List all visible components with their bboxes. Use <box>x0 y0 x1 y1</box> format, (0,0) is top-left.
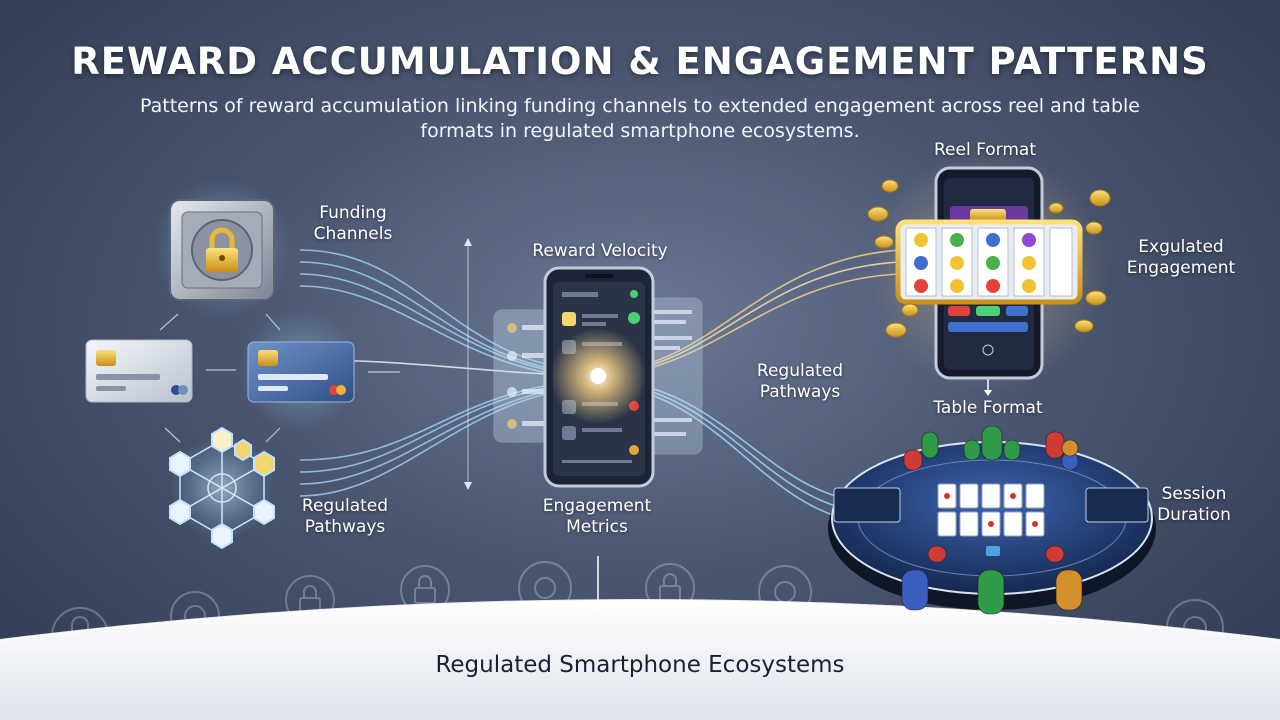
label-regulated-pathways-right: Regulated Pathways <box>756 361 844 402</box>
label-reel-format: Reel Format <box>934 140 1036 160</box>
floor-arc <box>0 600 1280 720</box>
label-session-duration: Session Duration <box>1157 484 1231 525</box>
label-funding-channels: Funding Channels <box>313 203 393 244</box>
page-title: REWARD ACCUMULATION & ENGAGEMENT PATTERN… <box>71 40 1209 83</box>
label-exgulated-engagement: Exgulated Engagement <box>1126 237 1236 278</box>
label-engagement-metrics: Engagement Metrics <box>542 496 652 537</box>
credit-card-icon <box>240 310 360 430</box>
vault-lock-icon <box>152 178 292 318</box>
footer-caption: Regulated Smartphone Ecosystems <box>435 652 845 678</box>
slot-reel-icon <box>867 150 1111 390</box>
credit-card-icon <box>85 339 193 403</box>
label-reward-velocity: Reward Velocity <box>532 241 668 261</box>
poker-table-icon <box>828 425 1156 615</box>
network-hexagon-icon <box>169 426 275 550</box>
label-table-format: Table Format <box>933 398 1043 418</box>
page-subtitle: Patterns of reward accumulation linking … <box>140 95 1140 142</box>
label-regulated-pathways-left: Regulated Pathways <box>301 496 389 537</box>
